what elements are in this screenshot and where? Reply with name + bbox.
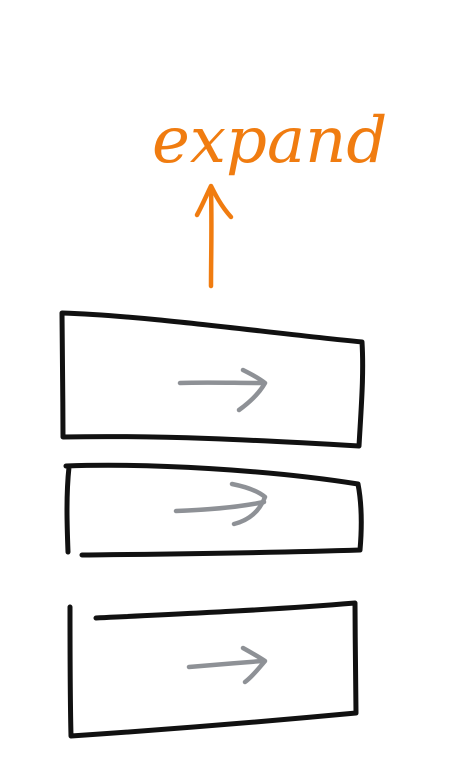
card-3 xyxy=(67,600,359,739)
expand-label: expand xyxy=(152,104,387,178)
card-1 xyxy=(59,310,366,449)
card-3-outline xyxy=(67,600,359,739)
card-1-outline xyxy=(59,310,366,449)
expand-arrow-icon xyxy=(194,183,234,289)
card-2 xyxy=(63,462,364,558)
card-2-outline xyxy=(63,462,364,558)
card-1-arrow-icon xyxy=(177,367,268,413)
card-2-arrow-icon xyxy=(173,481,268,527)
card-3-arrow-icon xyxy=(186,645,268,685)
